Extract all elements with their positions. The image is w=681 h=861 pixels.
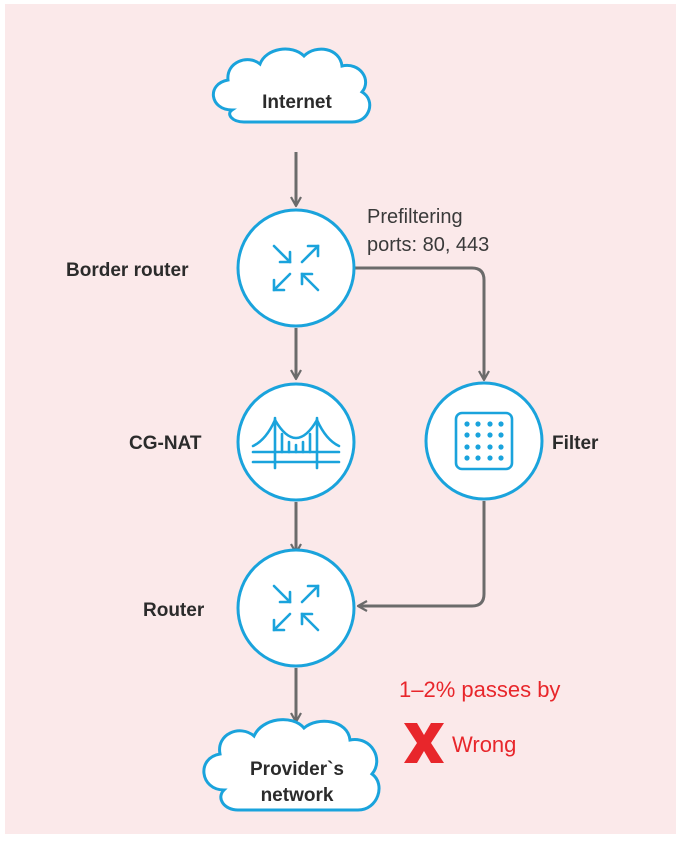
- provider-label-line1: Provider`s: [250, 759, 344, 780]
- prefilter-note-line1: Prefiltering: [367, 206, 463, 228]
- edge-border-filter: [354, 266, 490, 382]
- cg-nat-node: [236, 382, 356, 502]
- provider-network-cloud: [202, 718, 381, 812]
- edge-filter-router: [356, 501, 486, 612]
- cg-nat-label: CG-NAT: [129, 433, 202, 454]
- red-x-icon: [404, 723, 444, 763]
- filter-node: [424, 381, 544, 501]
- router-arrows-icon: [272, 584, 320, 632]
- border-router-node: [236, 208, 356, 328]
- passes-note: 1–2% passes by: [399, 677, 560, 702]
- internet-cloud: [211, 47, 372, 124]
- filter-label: Filter: [552, 433, 599, 454]
- border-router-label: Border router: [66, 260, 189, 281]
- wrong-label: Wrong: [452, 732, 516, 757]
- filter-grid-icon: [454, 411, 514, 471]
- internet-label: Internet: [262, 92, 332, 113]
- router-label: Router: [143, 600, 205, 621]
- router-node: [236, 548, 356, 668]
- router-arrows-icon: [272, 244, 320, 292]
- bridge-icon: [251, 416, 341, 470]
- prefilter-note-line2: ports: 80, 443: [367, 234, 489, 256]
- provider-label-line2: network: [261, 785, 334, 806]
